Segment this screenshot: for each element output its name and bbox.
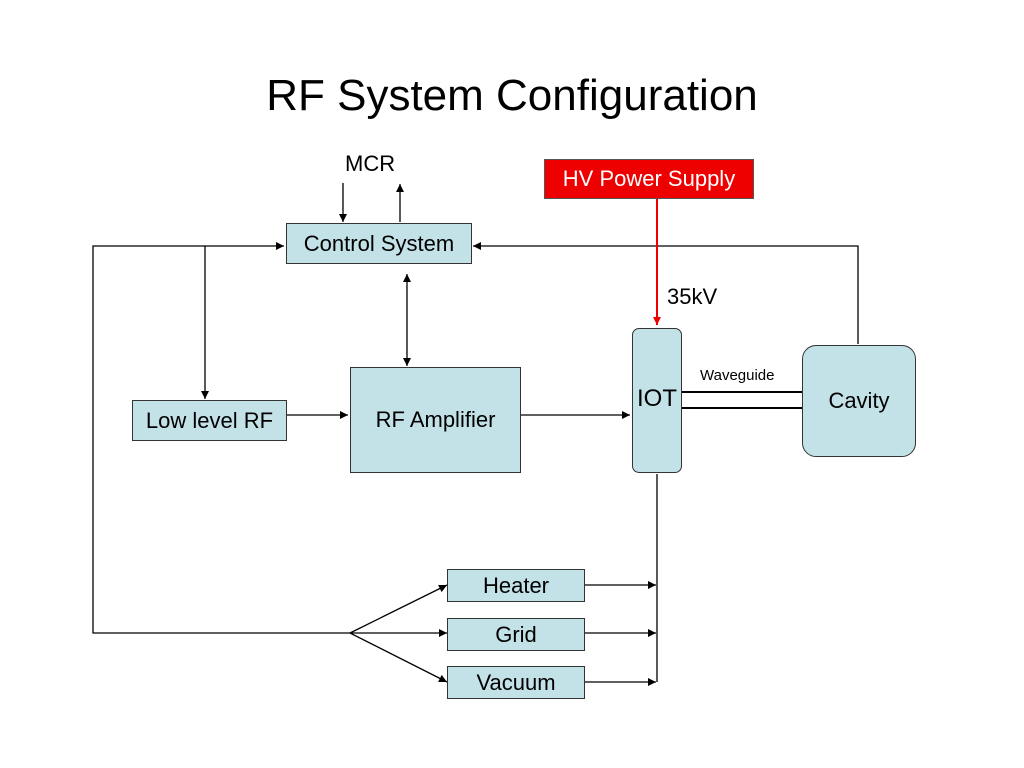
hv-power-supply-block: HV Power Supply <box>544 159 754 199</box>
waveguide-lines <box>682 391 802 409</box>
iot-block: IOT <box>632 328 682 473</box>
cavity-feedback-line <box>473 242 859 344</box>
voltage-label: 35kV <box>667 284 718 309</box>
cavity-block: Cavity <box>802 345 916 457</box>
fanout-vacuum <box>349 632 448 683</box>
vacuum-block: Vacuum <box>447 666 585 699</box>
heater-block: Heater <box>447 569 585 602</box>
fanout-heater <box>349 584 448 634</box>
waveguide-label: Waveguide <box>700 367 775 384</box>
grid-block: Grid <box>447 618 585 651</box>
low-level-rf-block: Low level RF <box>132 400 287 441</box>
mcr-label: MCR <box>345 151 396 176</box>
page-title: RF System Configuration <box>266 71 758 120</box>
control-system-block: Control System <box>286 223 472 264</box>
rf-amplifier-block: RF Amplifier <box>350 367 521 473</box>
left-loop-line <box>92 242 350 634</box>
